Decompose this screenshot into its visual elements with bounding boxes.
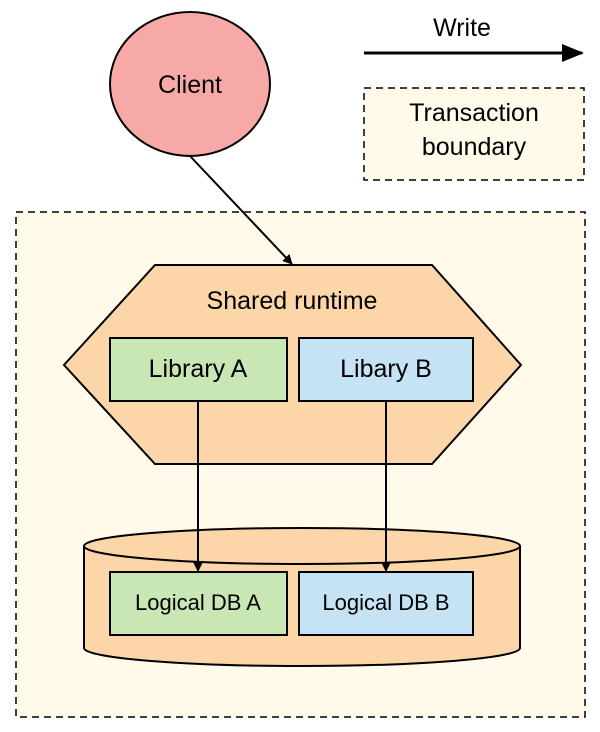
library-a: Library A	[109, 337, 288, 402]
legend-write: Write	[364, 14, 584, 62]
legend-write-label: Write	[433, 14, 491, 42]
logical-db-b-label: Logical DB B	[322, 590, 449, 615]
client-label: Client	[158, 71, 222, 99]
logical-db-b: Logical DB B	[298, 571, 474, 636]
shared-runtime-shape	[62, 264, 523, 465]
library-b-label: Libary B	[340, 355, 432, 383]
logical-db-b-box	[298, 571, 474, 636]
library-b: Libary B	[298, 337, 474, 402]
logical-db-a-label: Logical DB A	[135, 590, 261, 615]
shared-runtime-label: Shared runtime	[207, 287, 378, 315]
legend-boundary-label-line1: Transaction	[409, 99, 539, 127]
legend-boundary-label-line2: boundary	[422, 133, 527, 161]
database-cylinder-top	[83, 527, 521, 565]
client: Client	[109, 11, 271, 157]
logical-db-a: Logical DB A	[109, 571, 288, 636]
legend-boundary-box	[363, 87, 585, 181]
legend-transaction-boundary: Transaction boundary	[363, 87, 585, 181]
shared-runtime: Shared runtime	[62, 264, 523, 465]
library-a-label: Library A	[149, 355, 248, 383]
arrow-client-to-runtime	[189, 155, 293, 265]
logical-db-a-box	[109, 571, 288, 636]
